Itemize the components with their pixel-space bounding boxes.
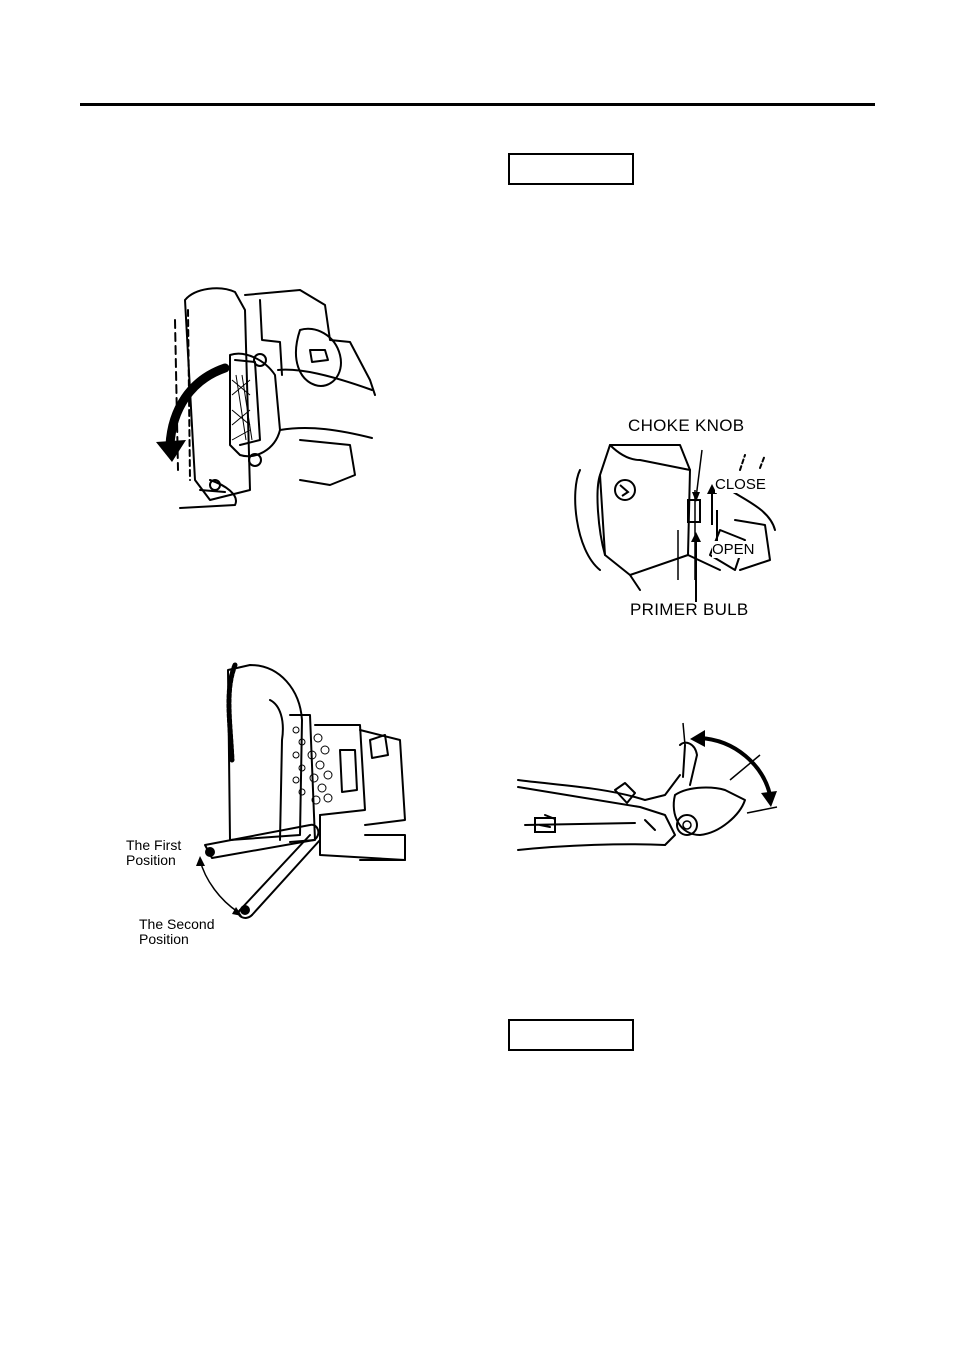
header-rule xyxy=(80,103,875,106)
curved-arrow-icon xyxy=(156,363,230,462)
choke-knob-label: CHOKE KNOB xyxy=(628,416,745,435)
throttle-lever-illustration xyxy=(517,722,778,851)
first-position-label: The First Position xyxy=(126,838,181,868)
cover-removal-illustration xyxy=(156,287,376,509)
first-position-line2: Position xyxy=(126,852,176,868)
open-label: OPEN xyxy=(712,541,755,558)
caution-box-bottom xyxy=(508,1019,634,1051)
close-label: CLOSE xyxy=(715,476,766,493)
second-position-line1: The Second xyxy=(139,916,215,932)
harness-position-illustration xyxy=(196,662,406,919)
primer-bulb-label: PRIMER BULB xyxy=(630,600,749,619)
second-position-line2: Position xyxy=(139,931,189,947)
second-position-label: The Second Position xyxy=(139,917,215,947)
choke-primer-illustration xyxy=(574,444,776,602)
first-position-line1: The First xyxy=(126,837,182,853)
caution-box-top xyxy=(508,153,634,185)
curved-double-arrow-icon xyxy=(690,730,777,807)
